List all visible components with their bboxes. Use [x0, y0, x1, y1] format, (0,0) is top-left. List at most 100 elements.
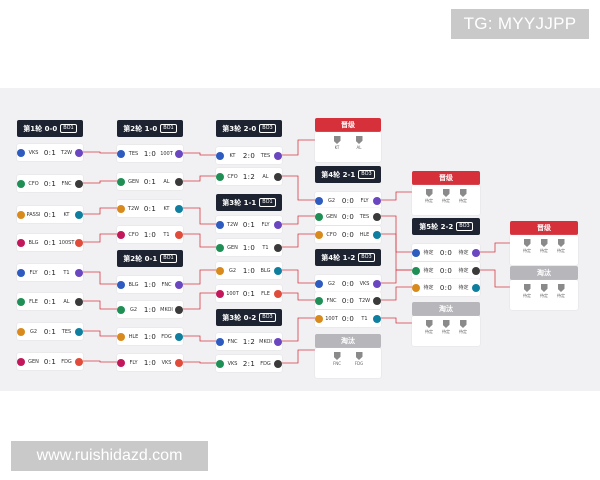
team-b-name: TES: [61, 328, 72, 335]
team-a-name: FLY: [29, 269, 38, 276]
team-a-name: PASSI: [26, 211, 41, 218]
team-slot-name: FDG: [354, 361, 364, 366]
team-b-name: KT: [163, 205, 170, 212]
bracket-connector: [83, 151, 117, 154]
team-shield-icon: [355, 136, 363, 144]
team-logo-icon: [17, 268, 25, 277]
bracket-connector: [282, 139, 315, 156]
match-score: 1:0: [143, 280, 157, 289]
bracket-connector: [183, 233, 216, 248]
match-score: 0:0: [439, 266, 453, 275]
team-logo-icon: [117, 358, 125, 367]
team-b-name: T2W: [358, 297, 371, 304]
team-a-name: GEN: [326, 213, 337, 220]
team-logo-icon: [216, 151, 224, 160]
team-a-name: G2: [29, 328, 38, 335]
bracket-connector: [183, 175, 216, 182]
team-a-name: VKS: [28, 149, 39, 156]
team-logo-icon: [412, 266, 420, 275]
bracket-connector: [183, 269, 216, 285]
bracket-connector: [83, 330, 117, 337]
team-logo-icon: [175, 204, 183, 213]
round-title: 第3轮 1-1: [222, 198, 257, 207]
qualified-team-slot: 待定: [537, 284, 551, 298]
team-logo-icon: [117, 280, 125, 289]
team-logo-icon: [274, 220, 282, 229]
bracket-connector: [480, 242, 510, 253]
team-logo-icon: [175, 149, 183, 158]
team-b-name: FLE: [261, 290, 270, 297]
team-slot-name: KT: [334, 145, 340, 150]
team-logo-icon: [315, 196, 323, 205]
bracket-connector: [282, 317, 315, 342]
bracket-connector: [83, 271, 117, 285]
team-a-name: GEN: [227, 244, 238, 251]
bracket-connector: [381, 317, 412, 324]
team-b-name: 待定: [458, 250, 469, 256]
bracket-connector: [282, 269, 315, 284]
team-a-name: G2: [327, 280, 336, 287]
match-score: 0:0: [341, 296, 355, 305]
qualified-team-slot: 待定: [456, 320, 470, 334]
team-logo-icon: [472, 283, 480, 292]
team-a-name: VKS: [227, 360, 238, 367]
team-a-name: BLG: [128, 281, 139, 288]
team-logo-icon: [315, 212, 323, 221]
team-b-name: TES: [359, 213, 370, 220]
team-shield-icon: [523, 284, 531, 292]
qualified-team-slot: 待定: [456, 189, 470, 203]
bracket-connector: [282, 175, 315, 201]
team-a-name: CFO: [28, 180, 39, 187]
match-score: 0:0: [341, 196, 355, 205]
match-score: 0:0: [341, 279, 355, 288]
team-logo-icon: [216, 172, 224, 181]
team-shield-icon: [442, 320, 450, 328]
qualified-team-slot: AL: [352, 136, 366, 150]
team-logo-icon: [75, 148, 83, 157]
team-shield-icon: [459, 320, 467, 328]
team-logo-icon: [373, 279, 381, 288]
team-shield-icon: [355, 352, 363, 360]
team-a-name: FNC: [227, 338, 238, 345]
team-logo-icon: [17, 357, 25, 366]
team-logo-icon: [117, 305, 125, 314]
best-of-badge: BO3: [358, 253, 375, 262]
match-score: 1:0: [242, 243, 256, 252]
